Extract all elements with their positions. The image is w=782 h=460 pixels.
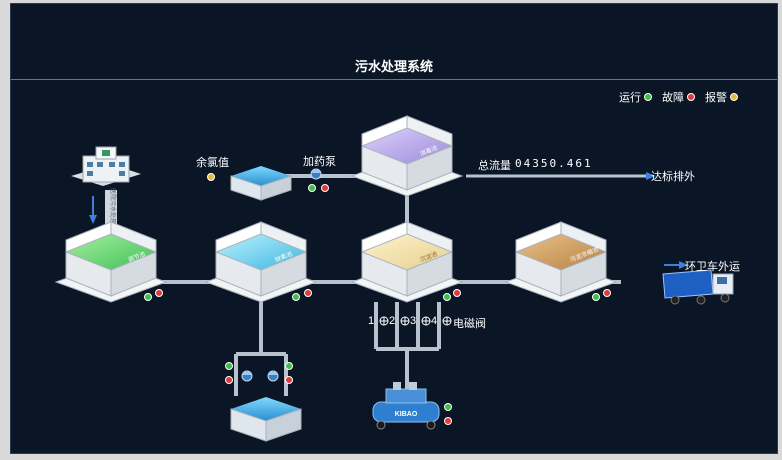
compressor-brand-label: KIBAO (395, 411, 418, 418)
inflow-arrow-icon (89, 215, 97, 224)
legend-running-label: 运行 (619, 92, 641, 104)
air-compressor-icon[interactable]: KIBAO (372, 382, 440, 430)
truck-transport-label: 环卫车外运 (685, 261, 740, 273)
pump-right-icon[interactable] (267, 370, 279, 382)
fault-indicator-icon (687, 93, 695, 101)
legend-fault-label: 故障 (662, 92, 684, 104)
title-bar: 污水处理系统 (11, 4, 777, 80)
tank-sludge-fault-light (603, 289, 611, 297)
tank-sedimentation-fault-light (453, 289, 461, 297)
chlorine-tank-icon (230, 166, 292, 201)
pump-right-run-light (285, 362, 293, 370)
compressor-run-light (444, 403, 452, 411)
dosing-pump-fault-light (321, 184, 329, 192)
pump-right-fault-light (285, 376, 293, 384)
scada-screen: 污水处理系统 运行 故障 报警 (10, 3, 778, 454)
tank-anoxic-run-light (292, 293, 300, 301)
dosing-pump-label: 加药泵 (303, 156, 336, 168)
reagent-tank-icon (230, 397, 302, 442)
page-title: 污水处理系统 (354, 59, 433, 74)
total-flow-value: 04350.461 (515, 157, 593, 170)
process-diagram: 医院污水处理排放 调节池 缺氧池 (54, 115, 734, 442)
valve-3-icon[interactable] (421, 316, 431, 326)
compressor-fault-light (444, 417, 452, 425)
valve-1-icon[interactable] (379, 316, 389, 326)
dosing-pump-run-light (308, 184, 316, 192)
legend-alarm-label: 报警 (705, 92, 727, 104)
tank-adjustment-run-light (144, 293, 152, 301)
tank-adjustment[interactable]: 调节池 (54, 221, 168, 303)
valve-3-label: 3 (410, 315, 417, 327)
valve-2-icon[interactable] (400, 316, 410, 326)
residual-chlorine-label: 余氯值 (196, 157, 229, 169)
alarm-indicator-icon (730, 93, 738, 101)
tank-sludge[interactable]: 污泥浓缩池 (504, 221, 618, 303)
truck-arrow-icon (679, 261, 688, 269)
running-indicator-icon (644, 93, 652, 101)
valve-4-icon[interactable] (442, 316, 452, 326)
tank-sedimentation-run-light (443, 293, 451, 301)
legend-running: 运行 (619, 89, 652, 105)
total-flow-label: 总流量 (478, 160, 511, 172)
hospital-building-icon (71, 146, 141, 186)
discharge-label: 达标排外 (651, 171, 695, 183)
chlorine-alarm-light (207, 173, 215, 181)
valve-1-label: 1 (368, 315, 375, 327)
tank-sludge-run-light (592, 293, 600, 301)
tank-adjustment-fault-light (155, 289, 163, 297)
solenoid-valve-label: 电磁阀 (453, 318, 486, 330)
legend-alarm: 报警 (705, 89, 738, 105)
inflow-pipe-label: 医院污水处理排放 (109, 188, 117, 236)
legend-fault: 故障 (662, 89, 695, 105)
pump-left-run-light (225, 362, 233, 370)
pump-left-icon[interactable] (241, 370, 253, 382)
tank-sedimentation[interactable]: 沉淀池 (350, 221, 464, 303)
pump-left-fault-light (225, 376, 233, 384)
tank-anoxic-fault-light (304, 289, 312, 297)
valve-2-label: 2 (389, 315, 396, 327)
tank-anoxic[interactable]: 缺氧池 (204, 221, 318, 303)
sanitation-truck-icon (662, 269, 734, 305)
outlet-arrow-icon (646, 172, 656, 180)
valve-4-label: 4 (431, 315, 438, 327)
dosing-pump-icon[interactable] (310, 168, 322, 180)
tank-disinfection[interactable]: 消毒池 (350, 115, 464, 197)
